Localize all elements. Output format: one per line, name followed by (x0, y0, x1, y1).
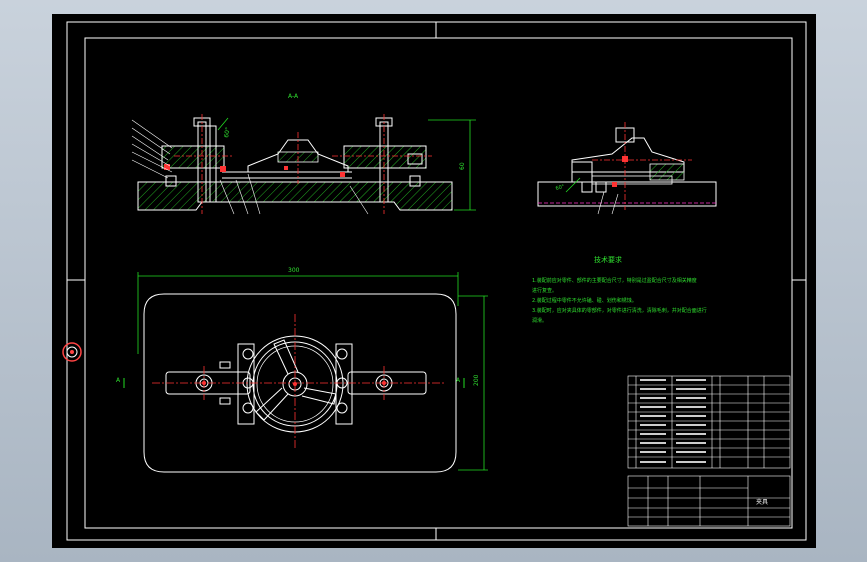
side-dim-angle: 60° (555, 184, 566, 192)
base-plate (137, 181, 453, 211)
inner-frame (84, 37, 793, 529)
left-clamp-body (161, 145, 225, 169)
parts-list (627, 375, 791, 469)
side-view: 60° (537, 122, 717, 215)
section-mark-right: A (456, 377, 461, 384)
cad-drawing: A-A (62, 21, 807, 541)
notes-line-3: 2.装配过程中零件不允许磕、碰、划伤和锈蚀。 (532, 297, 637, 304)
parts-list-text-stubs (640, 379, 706, 463)
drawing-sheet: A-A (52, 14, 816, 548)
plan-view: 300 200 A A (116, 267, 488, 473)
side-clamp (571, 137, 685, 173)
plan-base-outline (143, 293, 457, 473)
dim-height-200: 200 (473, 374, 480, 386)
side-base (537, 181, 717, 207)
section-mark-left: A (116, 377, 121, 384)
title-block-drawing-name: 夹具 (756, 498, 768, 506)
right-clamp-body (343, 145, 427, 169)
section-label: A-A (288, 93, 299, 100)
frame-center-marks (67, 22, 806, 540)
section-view-a-a: A-A (131, 93, 476, 215)
orientation-marker (62, 342, 82, 362)
title-block (627, 475, 791, 527)
notes-title: 技术要求 (594, 255, 622, 264)
notes-line-5: 润滑。 (532, 317, 547, 324)
notes-line-2: 进行复查。 (532, 287, 557, 294)
notes-line-1: 1.装配前应对零件、部件的主要配合尺寸，特别是过盈配合尺寸及相关精度 (532, 277, 697, 284)
technical-notes: 技术要求 1.装配前应对零件、部件的主要配合尺寸，特别是过盈配合尺寸及相关精度 … (532, 255, 707, 324)
dim-height-60: 60 (459, 162, 466, 170)
notes-line-4: 3.装配时，应对夹具体的零部件，对零件进行清洗，清除毛刺，并对配合面进行 (532, 307, 707, 314)
dim-width-300: 300 (288, 267, 300, 274)
dim-angle-60: 60° (223, 127, 232, 139)
